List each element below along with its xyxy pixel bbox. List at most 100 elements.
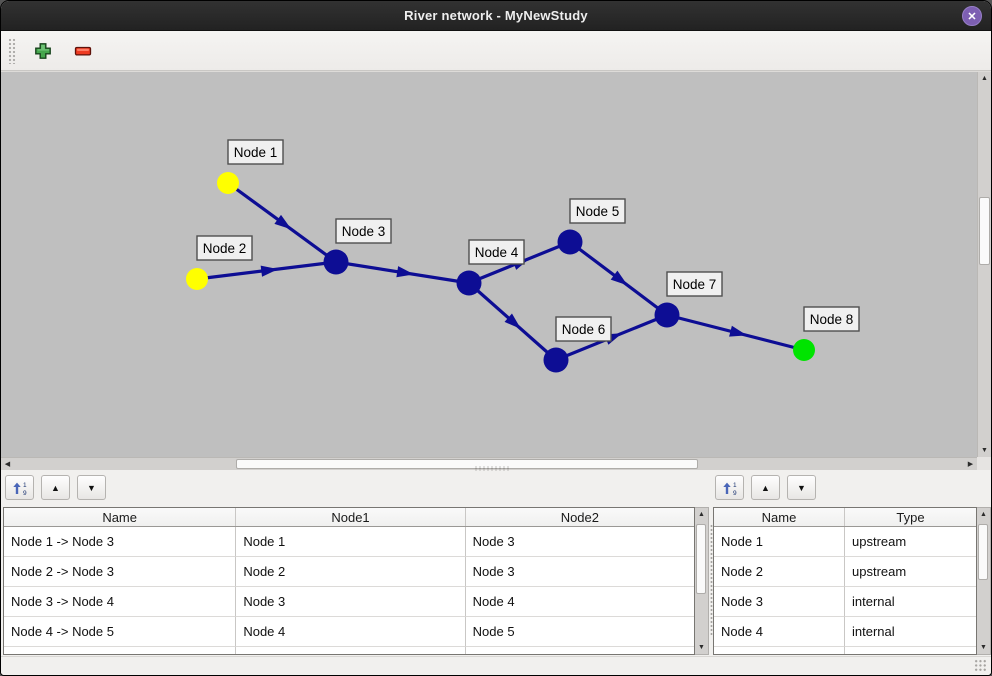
sort-button[interactable]: 1 9 [715,475,744,500]
reaches-table-scrollbar[interactable]: ▲ ▼ [695,507,709,655]
edge-arrow-icon [274,214,292,230]
table-cell: Node 4 -> Node 5 [4,617,237,647]
canvas-vertical-scrollbar[interactable]: ▲ ▼ [977,72,991,457]
titlebar: River network - MyNewStudy ✕ [1,1,991,31]
table-cell: internal [845,587,976,617]
horizontal-scrollbar-thumb[interactable] [236,459,698,469]
edge-arrow-icon [396,266,415,278]
graph-node-node-2[interactable] [186,268,208,290]
column-header[interactable]: Type [896,509,925,525]
scroll-down-arrow[interactable]: ▼ [978,444,991,457]
table-cell: Node 5 [465,617,694,647]
edge-arrow-icon [610,270,628,286]
table-cell: Node 1 -> Node 3 [4,527,237,557]
move-down-button[interactable]: ▼ [77,475,106,500]
column-header[interactable]: Node2 [560,509,599,525]
window-resize-grip[interactable] [974,659,987,672]
move-up-button[interactable]: ▲ [41,475,70,500]
graph-node-node-8[interactable] [793,339,815,361]
scrollbar-thumb[interactable] [696,524,706,594]
svg-text:1: 1 [23,481,27,488]
scrollbar-corner [977,457,991,470]
close-button[interactable]: ✕ [962,6,982,26]
node-label: Node 5 [576,204,620,219]
graph-node-node-1[interactable] [217,172,239,194]
column-header[interactable]: Name [4,508,237,526]
table-cell: Node 4 [465,587,694,617]
node-label: Node 1 [234,145,278,160]
scroll-up-arrow[interactable]: ▲ [978,72,991,85]
down-triangle-icon: ▼ [797,482,806,493]
table-cell: Node 3 -> Node 4 [4,587,237,617]
node-label: Node 3 [342,224,386,239]
graph-node-node-3[interactable] [323,249,349,275]
scroll-left-arrow[interactable]: ◀ [1,458,14,470]
paned-splitter-grip[interactable] [473,466,511,471]
table-cell [714,647,845,654]
graph-node-node-4[interactable] [456,270,482,296]
table-cell: Node 3 [465,527,694,557]
column-header[interactable]: Name [714,508,845,526]
status-bar [1,656,991,675]
up-triangle-icon: ▲ [761,482,770,493]
node-label-box [227,139,284,165]
table-row[interactable] [714,647,976,654]
table-row[interactable] [4,647,694,654]
node-label-box [468,239,525,265]
table-cell: Node 4 [236,617,466,647]
graph-node-node-5[interactable] [557,229,583,255]
edge-arrow-icon [729,325,747,337]
table-cell: Node 3 [236,587,466,617]
table-cell: internal [845,617,976,647]
graph-node-node-6[interactable] [543,347,569,373]
toolbar-drag-handle[interactable] [8,37,16,64]
scroll-right-arrow[interactable]: ▶ [964,458,977,470]
remove-button[interactable] [70,38,96,64]
scrollbar-thumb[interactable] [978,524,988,580]
table-cell [465,647,694,654]
table-cell: Node 3 [714,587,845,617]
add-node-button[interactable] [30,38,56,64]
reaches-toolbar: 1 9 ▲ ▼ [5,475,709,500]
vertical-scrollbar-thumb[interactable] [979,197,990,265]
svg-text:9: 9 [23,490,27,496]
table-header-row: Name Type [714,508,976,527]
node-label-box [196,235,253,261]
node-label: Node 2 [203,241,247,256]
node-label: Node 4 [475,245,519,260]
sort-button[interactable]: 1 9 [5,475,34,500]
column-header[interactable]: Node1 [236,508,466,526]
table-cell: Node 2 [236,557,466,587]
canvas-horizontal-scrollbar[interactable]: ◀ ▶ [1,457,977,470]
move-down-button[interactable]: ▼ [787,475,816,500]
scroll-down-arrow[interactable]: ▼ [980,644,987,651]
nodes-table-scrollbar[interactable]: ▲ ▼ [977,507,991,655]
graph-node-node-7[interactable] [654,302,680,328]
node-label-box [555,316,612,342]
nodes-toolbar: 1 9 ▲ ▼ [715,475,991,500]
table-cell: Node 2 [714,557,845,587]
scroll-up-arrow[interactable]: ▲ [980,511,987,518]
scroll-up-arrow[interactable]: ▲ [698,511,705,518]
move-up-button[interactable]: ▲ [751,475,780,500]
table-cell: Node 2 -> Node 3 [4,557,237,587]
up-triangle-icon: ▲ [51,482,60,493]
scroll-down-arrow[interactable]: ▼ [698,644,705,651]
sort-ascending-icon: 1 9 [12,481,27,496]
panel-splitter-handle[interactable] [709,524,713,636]
minus-icon [74,46,92,56]
